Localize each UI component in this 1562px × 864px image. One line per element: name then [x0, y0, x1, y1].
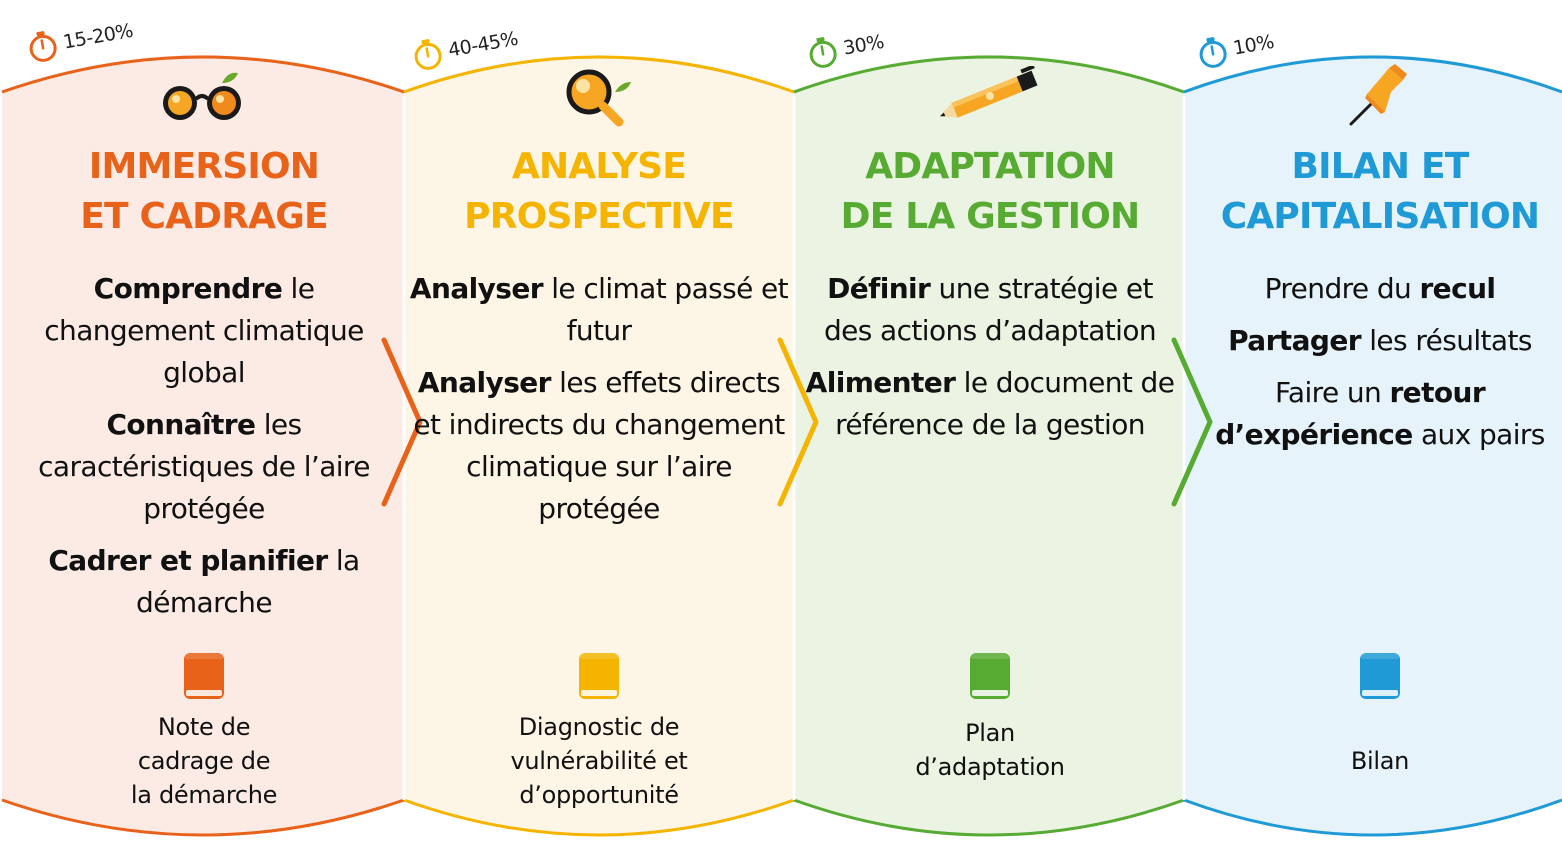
- chevron-right-icon: [381, 337, 423, 507]
- phase-shape-analyse: [404, 55, 794, 835]
- stopwatch-icon: [1199, 37, 1227, 68]
- magnifier-icon: [566, 69, 631, 127]
- phase-title: IMMERSION ET CADRAGE: [80, 146, 328, 237]
- phase-top-arc-immersion: [1, 55, 405, 94]
- duration-badge: 30%: [803, 15, 888, 82]
- pen-icon: [939, 66, 1038, 118]
- phase-bottom-arc-adaptation: [793, 798, 1185, 837]
- phase-top-arc-adaptation: [793, 55, 1185, 94]
- phase-bottom-arc-immersion: [1, 798, 405, 837]
- phase-item: Analyser les effets directs et indirects…: [413, 366, 785, 525]
- phase-item: Comprendre le changement climatique glob…: [44, 272, 364, 389]
- phase-item: Cadrer et planifier la démarche: [48, 544, 360, 619]
- phase-deliverable: Bilan: [1350, 747, 1410, 775]
- glasses-icon: [163, 72, 241, 120]
- stopwatch-icon: [29, 31, 57, 62]
- phase-description: Prendre du recul Partager les résultats …: [1184, 268, 1562, 466]
- phase-item: Connaître les caractéristiques de l’aire…: [38, 408, 370, 525]
- duration-badge: 10%: [1193, 15, 1278, 82]
- duration-text: 15-20%: [61, 19, 135, 54]
- phase-bilan: 10% BILAN ET CAPITALISATION Prendre du r…: [1184, 0, 1562, 864]
- phase-title: ANALYSE PROSPECTIVE: [464, 146, 734, 237]
- phase-title: BILAN ET CAPITALISATION: [1220, 146, 1540, 237]
- phase-item: Faire un retour d’expérience aux pairs: [1215, 376, 1545, 451]
- phase-adaptation: 30% ADAPTATION DE LA GESTION Définir une…: [794, 0, 1186, 864]
- book-icon: [970, 653, 1010, 699]
- stopwatch-icon: [414, 39, 442, 70]
- pushpin-icon: [1349, 64, 1407, 126]
- phase-shape-immersion: [2, 55, 404, 835]
- book-icon: [579, 653, 619, 699]
- phase-deliverable: Plan d’adaptation: [915, 719, 1065, 781]
- stopwatch-icon: [809, 37, 837, 68]
- phase-top-arc-analyse: [403, 55, 795, 94]
- chevron-right-icon: [1171, 337, 1213, 507]
- phase-immersion: 15-20% IMMERSION ET CADRAGE Comprendre l…: [8, 0, 400, 864]
- book-icon: [184, 653, 224, 699]
- duration-text: 30%: [841, 30, 886, 60]
- phase-shape-bilan: [1184, 55, 1562, 835]
- book-icon: [1360, 653, 1400, 699]
- phase-analyse: 40-45% ANALYSE PROSPECTIVE Analyser le c…: [403, 0, 795, 864]
- phase-item: Alimenter le document de référence de la…: [805, 366, 1175, 441]
- duration-badge: 40-45%: [408, 12, 522, 84]
- duration-badge: 15-20%: [23, 4, 137, 76]
- phase-item: Analyser le climat passé et futur: [409, 272, 789, 347]
- phase-deliverable: Note de cadrage de la démarche: [130, 713, 278, 809]
- phase-bottom-arc-analyse: [403, 798, 795, 837]
- phase-description: Comprendre le changement climatique glob…: [8, 268, 400, 634]
- phase-shape-adaptation: [794, 55, 1184, 835]
- chevron-right-icon: [777, 337, 819, 507]
- phase-title: ADAPTATION DE LA GESTION: [840, 146, 1141, 237]
- phase-description: Analyser le climat passé et futur Analys…: [403, 268, 795, 540]
- phase-description: Définir une stratégie et des actions d’a…: [794, 268, 1186, 456]
- duration-text: 40-45%: [446, 27, 520, 62]
- phase-top-arc-bilan: [1183, 55, 1562, 94]
- phase-item: Prendre du recul: [1264, 272, 1496, 305]
- phase-item: Définir une stratégie et des actions d’a…: [823, 272, 1157, 347]
- phase-item: Partager les résultats: [1228, 324, 1532, 357]
- phase-deliverable: Diagnostic de vulnérabilité et d’opportu…: [510, 713, 688, 809]
- duration-text: 10%: [1231, 30, 1276, 60]
- phase-bottom-arc-bilan: [1183, 798, 1562, 837]
